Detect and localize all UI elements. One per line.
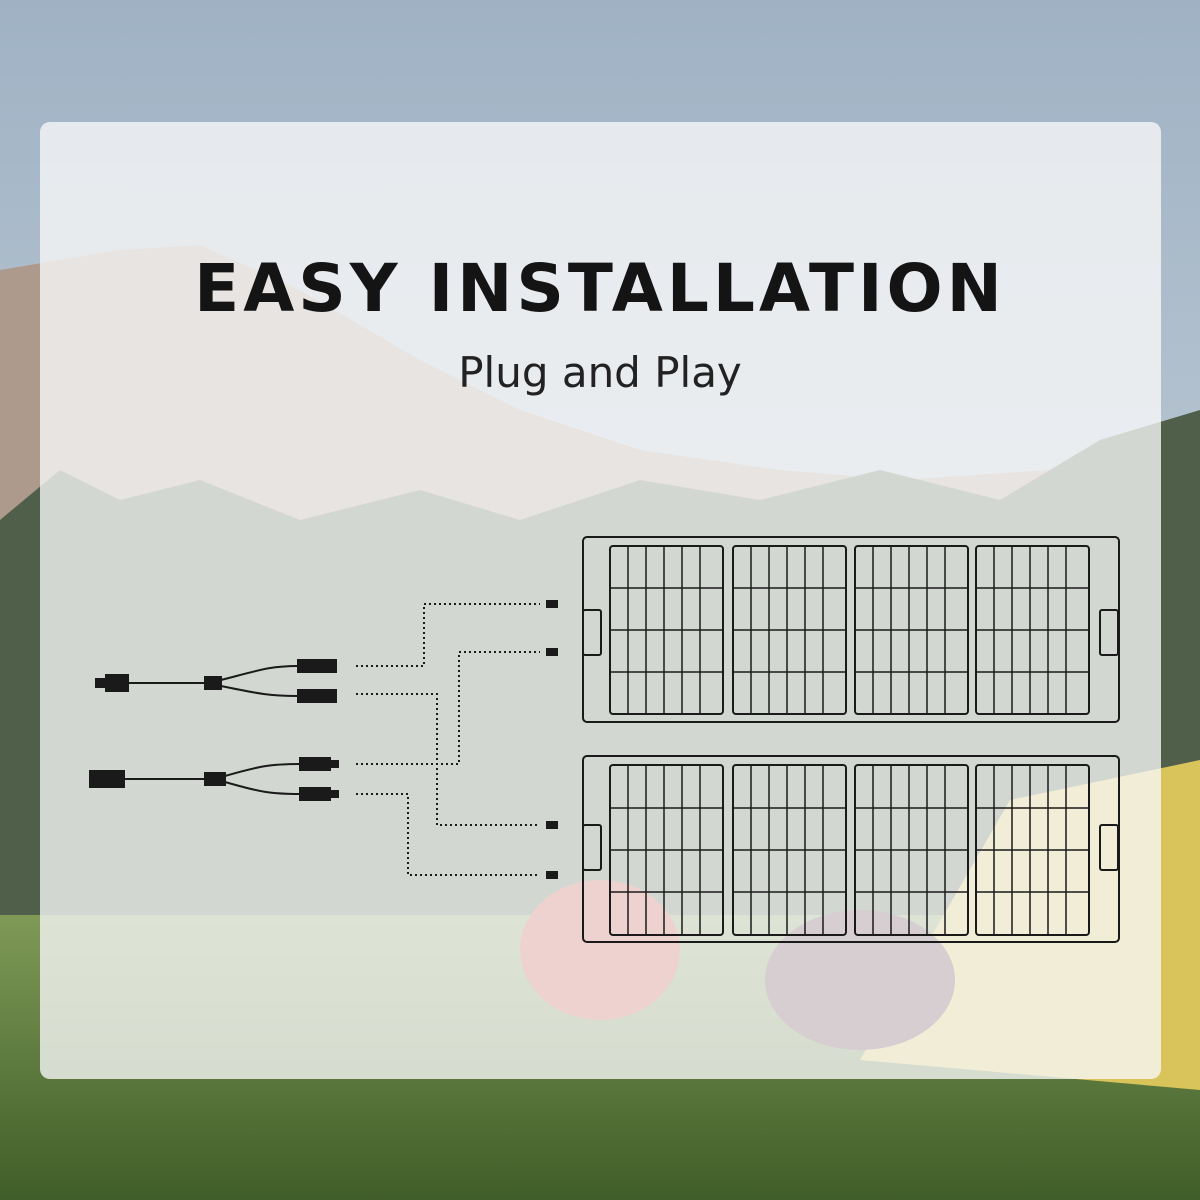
y-branch-cable-icon [95, 659, 337, 703]
solar-panel-icon [582, 536, 1120, 723]
info-card [40, 122, 1161, 1079]
y-branch-cable-icon [89, 757, 339, 801]
page-title: EASY INSTALLATION [194, 250, 1006, 327]
connection-lines [356, 603, 540, 876]
solar-panel-icon [582, 755, 1120, 943]
mc4-connector-icon [546, 600, 558, 879]
page-subtitle: Plug and Play [458, 348, 742, 397]
